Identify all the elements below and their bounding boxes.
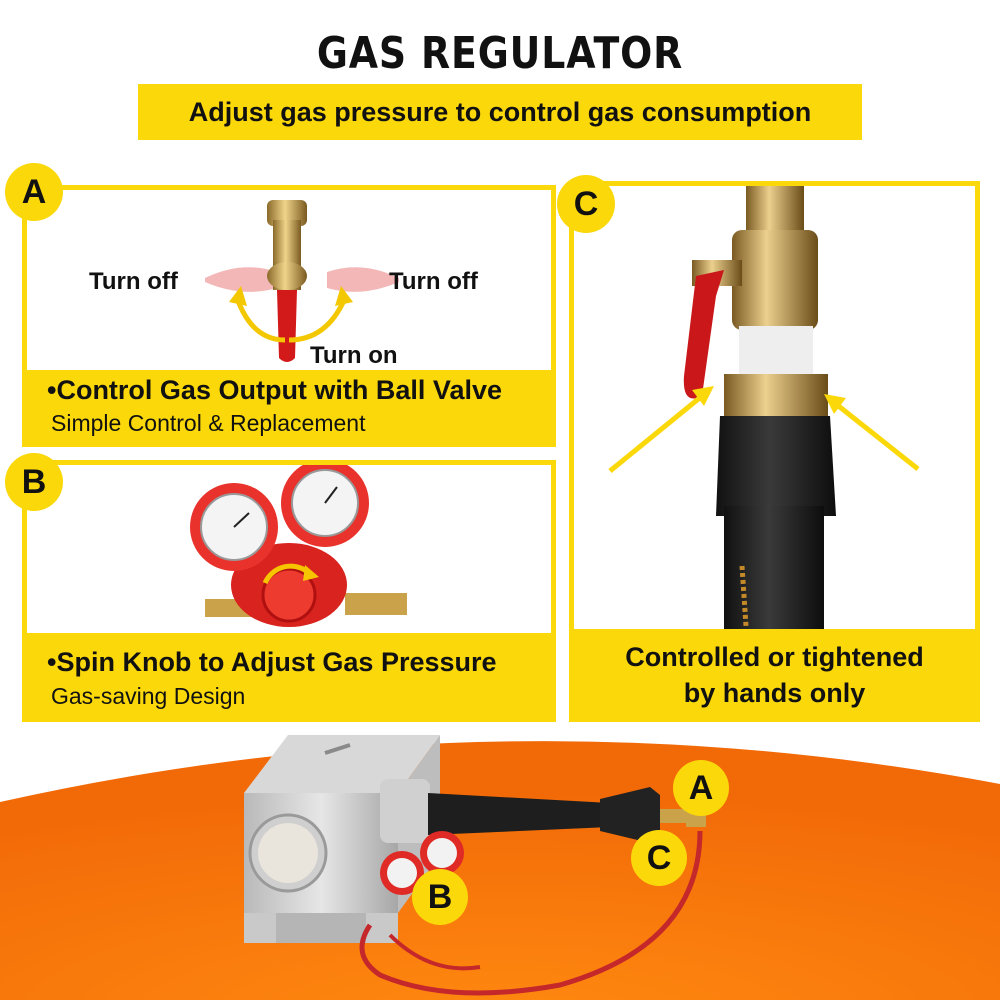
badge-b: B bbox=[5, 453, 63, 511]
panel-a-title: •Control Gas Output with Ball Valve bbox=[47, 375, 503, 405]
panel-a-caption-band: •Control Gas Output with Ball Valve Simp… bbox=[27, 370, 551, 442]
badge-a: A bbox=[5, 163, 63, 221]
panel-a-subtitle: Simple Control & Replacement bbox=[51, 410, 366, 436]
subtitle-text: Adjust gas pressure to control gas consu… bbox=[188, 96, 812, 127]
pressure-regulator-icon bbox=[190, 465, 407, 627]
product-badge-c: C bbox=[631, 830, 687, 886]
panel-b-subtitle: Gas-saving Design bbox=[51, 683, 246, 709]
panel-b-title: •Spin Knob to Adjust Gas Pressure bbox=[47, 647, 497, 677]
furnace-product-image bbox=[244, 735, 706, 996]
panel-c-caption: Controlled or tightened by hands only bbox=[574, 639, 975, 711]
subtitle-banner: Adjust gas pressure to control gas consu… bbox=[138, 84, 862, 140]
panel-a: Turn off Turn off Turn on •Control Gas O… bbox=[22, 185, 556, 447]
page-title: GAS REGULATOR bbox=[316, 28, 684, 79]
label-turn-off-left: Turn off bbox=[89, 268, 178, 295]
product-badge-b: B bbox=[412, 869, 468, 925]
product-badge-a: A bbox=[673, 760, 729, 816]
ball-valve-icon bbox=[205, 200, 399, 362]
panel-c-caption-line1: Controlled or tightened bbox=[625, 642, 924, 672]
panel-b: •Spin Knob to Adjust Gas Pressure Gas-sa… bbox=[22, 460, 556, 722]
pointer-arrow-icon bbox=[608, 386, 920, 473]
badge-c: C bbox=[557, 175, 615, 233]
panel-c-caption-line2: by hands only bbox=[683, 678, 866, 708]
panel-c-caption-band: Controlled or tightened by hands only bbox=[574, 629, 975, 717]
valve-closeup-photo bbox=[683, 186, 836, 636]
label-turn-on: Turn on bbox=[310, 342, 398, 369]
label-turn-off-right: Turn off bbox=[389, 268, 478, 295]
panel-b-caption-band: •Spin Knob to Adjust Gas Pressure Gas-sa… bbox=[27, 633, 551, 717]
panel-c: Controlled or tightened by hands only bbox=[569, 181, 980, 722]
